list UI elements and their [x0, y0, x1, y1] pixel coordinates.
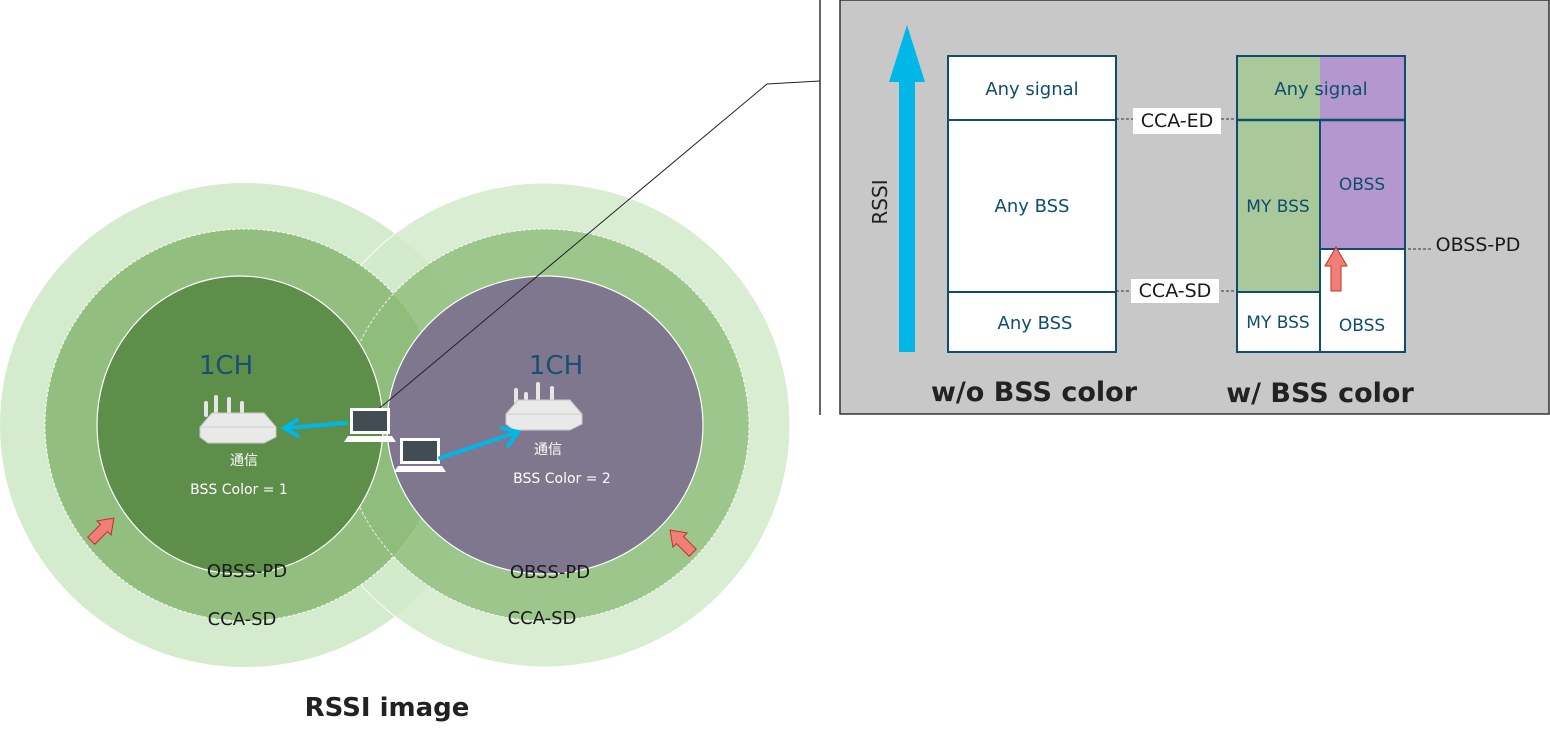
- bss1-cca-sd-label: CCA-SD: [208, 609, 277, 630]
- without-color-caption: w/o BSS color: [931, 377, 1138, 408]
- bss2-comm-label: 通信: [534, 442, 562, 458]
- rssi-axis-label: RSSI: [868, 179, 892, 224]
- access-point-icon: [199, 395, 277, 444]
- without-color-any-signal: Any signal: [985, 79, 1078, 100]
- with-color-any-signal: Any signal: [1274, 79, 1367, 100]
- rssi-axis-arrow-head: [889, 25, 925, 82]
- link-arrow-to-ap1: [280, 418, 348, 438]
- rssi-image: 1CH 通信 BSS Color = 1 OBSS-PD CCA-SD 1CH …: [0, 0, 821, 723]
- with-color-my-bss-lower-label: MY BSS: [1246, 313, 1309, 333]
- zoom-connector-line: [374, 80, 821, 413]
- bss1-channel-label: 1CH: [199, 351, 253, 381]
- rssi-threshold-panel: RSSI Any signal Any BSS Any BSS CCA-ED C…: [839, 0, 1550, 415]
- link-arrow-to-ap2: [438, 426, 522, 460]
- bss2-cca-sd-label: CCA-SD: [508, 608, 577, 629]
- access-point-icon: [505, 382, 583, 431]
- cca-sd-label: CCA-SD: [1139, 280, 1212, 302]
- bss1-comm-label: 通信: [230, 453, 258, 469]
- with-color-my-bss-upper-label: MY BSS: [1246, 197, 1309, 217]
- panel-background: [839, 0, 1550, 415]
- laptop-icon: [394, 438, 446, 472]
- with-color-obss-upper: [1320, 120, 1405, 249]
- without-color-any-bss-lower: Any BSS: [998, 313, 1073, 334]
- bss2-obss-pd-label: OBSS-PD: [510, 562, 590, 583]
- with-color-obss-upper-label: OBSS: [1339, 175, 1385, 195]
- bss1-color-label: BSS Color = 1: [190, 482, 288, 498]
- bss2-color-label: BSS Color = 2: [513, 471, 611, 487]
- obss-pd-raise-arrow-icon: [1324, 246, 1348, 292]
- without-color-any-bss-upper: Any BSS: [995, 196, 1070, 217]
- with-color-any-signal-green: [1237, 56, 1320, 120]
- bss1-obss-pd-label: OBSS-PD: [207, 561, 287, 582]
- obss-pd-label: OBSS-PD: [1436, 234, 1521, 256]
- without-color-box: [947, 55, 1117, 353]
- bss2-channel-label: 1CH: [529, 351, 583, 381]
- with-color-my-bss-upper: [1237, 120, 1320, 292]
- expand-arrow-icon: [87, 517, 115, 545]
- laptop-icon: [344, 408, 396, 442]
- cca-ed-label: CCA-ED: [1141, 110, 1214, 132]
- rssi-image-caption: RSSI image: [305, 693, 470, 723]
- rssi-axis-arrow-shaft: [899, 82, 915, 352]
- with-color-any-signal-purple: [1320, 56, 1405, 120]
- with-color-caption: w/ BSS color: [1226, 378, 1414, 409]
- with-color-obss-lower-label: OBSS: [1339, 316, 1385, 336]
- expand-arrow-icon: [669, 529, 697, 557]
